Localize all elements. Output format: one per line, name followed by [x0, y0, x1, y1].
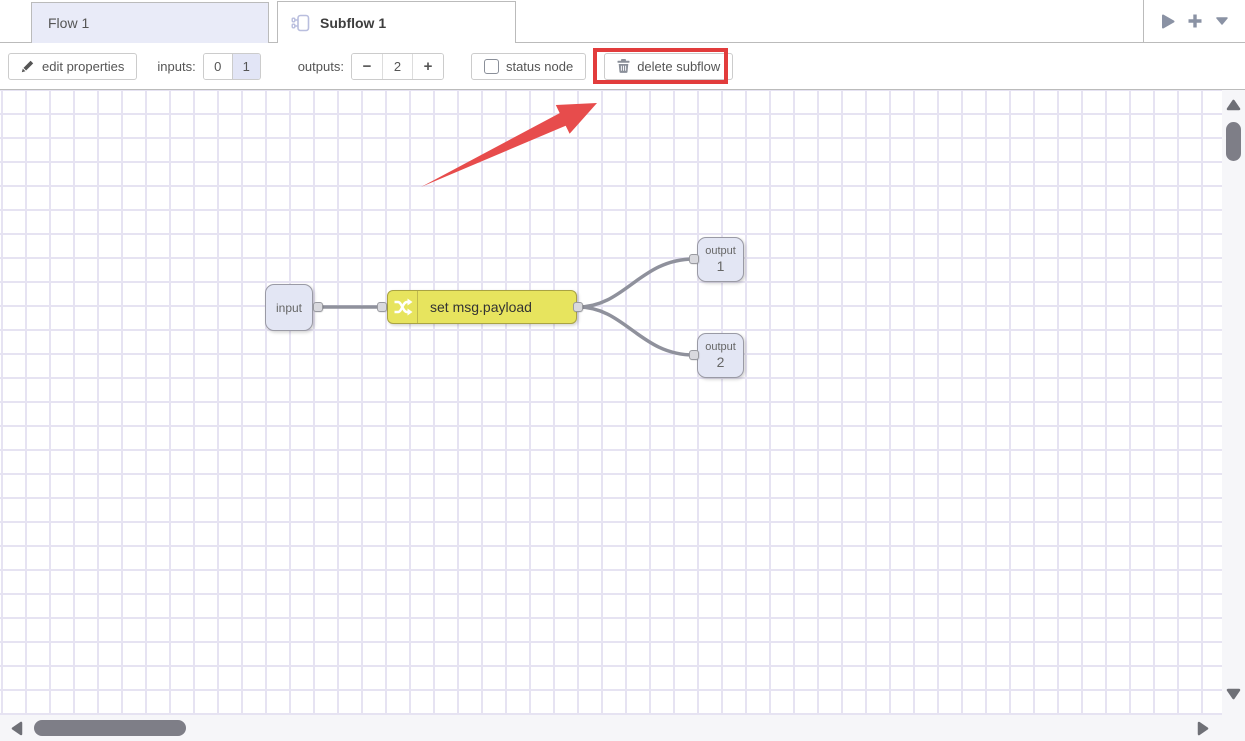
outputs-increase-button[interactable]: + [413, 54, 443, 79]
vertical-scrollbar-thumb[interactable] [1226, 122, 1241, 161]
scroll-up-arrow-icon[interactable] [1226, 98, 1241, 116]
tab-controls [1143, 0, 1245, 42]
tab-menu-chevron-down-icon[interactable] [1212, 11, 1232, 31]
wires-layer [0, 90, 1245, 741]
tab-subflow-1[interactable]: Subflow 1 [277, 1, 516, 44]
wire-change-to-output1[interactable] [578, 259, 694, 307]
delete-subflow-button[interactable]: delete subflow [604, 53, 733, 80]
vertical-scrollbar[interactable] [1222, 90, 1245, 715]
inputs-option-0[interactable]: 0 [204, 54, 232, 79]
node-input-label: input [276, 301, 302, 315]
port-output1-in[interactable] [689, 254, 699, 264]
scroll-right-arrow-icon[interactable] [1197, 721, 1209, 741]
scroll-left-arrow-icon[interactable] [11, 721, 23, 741]
inputs-label: inputs: [157, 59, 195, 74]
inputs-toggle-group: 0 1 [203, 53, 261, 80]
node-change-label: set msg.payload [430, 299, 532, 315]
node-change-set-msg-payload[interactable]: set msg.payload [387, 290, 577, 324]
flow-canvas[interactable]: input set msg.payload output 1 output 2 [0, 90, 1245, 741]
port-change-out[interactable] [573, 302, 583, 312]
port-output2-in[interactable] [689, 350, 699, 360]
horizontal-scrollbar-thumb[interactable] [34, 720, 186, 736]
outputs-value[interactable]: 2 [382, 54, 413, 79]
horizontal-scrollbar[interactable] [0, 715, 1245, 741]
pencil-icon [21, 59, 35, 73]
node-subflow-input[interactable]: input [265, 284, 313, 331]
add-tab-button[interactable] [1185, 11, 1205, 31]
outputs-decrease-button[interactable]: − [352, 54, 382, 79]
status-node-checkbox[interactable] [484, 59, 499, 74]
node-output1-number: 1 [717, 258, 725, 275]
wire-change-to-output2[interactable] [578, 307, 694, 355]
status-node-label: status node [506, 59, 573, 74]
tab-subflow-1-label: Subflow 1 [320, 15, 386, 31]
tab-flow-1[interactable]: Flow 1 [31, 2, 269, 43]
delete-subflow-label: delete subflow [637, 59, 720, 74]
node-output1-label: output [705, 245, 736, 258]
node-output2-number: 2 [717, 354, 725, 371]
inputs-option-1[interactable]: 1 [232, 54, 260, 79]
port-input-out[interactable] [313, 302, 323, 312]
edit-properties-label: edit properties [42, 59, 124, 74]
scroll-down-arrow-icon[interactable] [1226, 687, 1241, 705]
subflow-icon [290, 12, 312, 34]
node-subflow-output-2[interactable]: output 2 [697, 333, 744, 378]
outputs-label: outputs: [298, 59, 344, 74]
tab-flow-1-label: Flow 1 [48, 15, 89, 31]
shuffle-icon [388, 291, 418, 323]
node-subflow-output-1[interactable]: output 1 [697, 237, 744, 282]
tab-bar: Flow 1 Subflow 1 [0, 0, 1245, 43]
trash-icon [617, 59, 630, 73]
edit-properties-button[interactable]: edit properties [8, 53, 137, 80]
next-tab-button[interactable] [1158, 11, 1178, 31]
outputs-spinner: − 2 + [351, 53, 444, 80]
port-change-in[interactable] [377, 302, 387, 312]
subflow-toolbar: edit properties inputs: 0 1 outputs: − 2… [0, 43, 1245, 90]
node-output2-label: output [705, 341, 736, 354]
status-node-button[interactable]: status node [471, 53, 586, 80]
